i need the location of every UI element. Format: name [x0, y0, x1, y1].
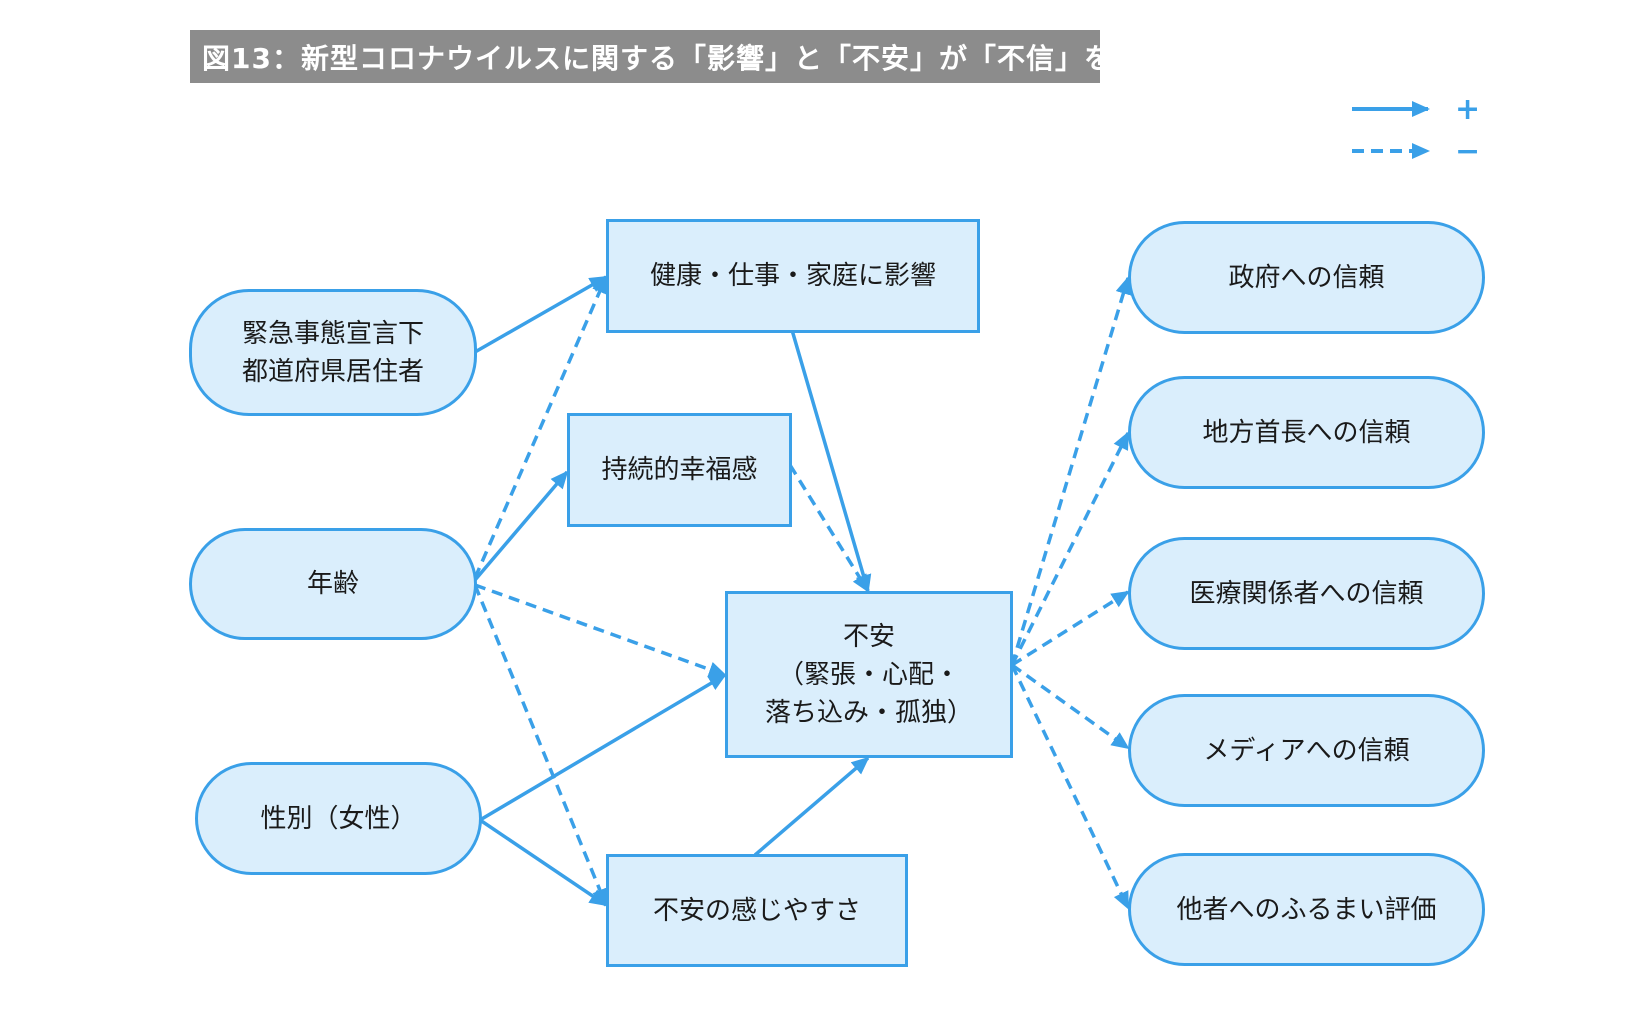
node-gender: 性別（女性）: [195, 762, 482, 875]
edge-anxiety-medical: [1011, 590, 1130, 667]
node-others-behavior: 他者へのふるまい評価: [1128, 853, 1485, 966]
node-trust-government: 政府への信頼: [1128, 221, 1485, 334]
node-impact-label: 健康・仕事・家庭に影響: [649, 261, 936, 291]
node-impact: 健康・仕事・家庭に影響: [606, 219, 980, 333]
legend-plus-label: +: [1455, 92, 1481, 127]
node-trust-medical-label: 医療関係者への信頼: [1189, 578, 1424, 609]
edge-gender-anxiety: [479, 673, 727, 822]
edge-age-wellbeing: [473, 470, 569, 582]
node-anxiety-proneness: 不安の感じやすさ: [606, 854, 908, 967]
edge-age-anxiety: [474, 583, 727, 678]
edge-anxiety-gov: [1010, 276, 1132, 666]
node-trust-media-label: メディアへの信頼: [1203, 735, 1410, 766]
edge-anxiety-others: [1010, 664, 1130, 910]
node-wellbeing: 持続的幸福感: [567, 413, 792, 527]
edge-emergency-impact: [474, 275, 608, 354]
edge-gender-proneness: [479, 818, 608, 907]
node-age-label: 年齢: [306, 569, 359, 599]
node-emergency-line2: 都道府県居住者: [241, 356, 424, 387]
node-wellbeing-label: 持続的幸福感: [601, 455, 758, 485]
edge-anxiety-media: [1010, 663, 1130, 750]
node-anxiety-line1: 不安: [842, 621, 895, 652]
node-trust-government-label: 政府への信頼: [1228, 262, 1385, 293]
edge-age-impact: [473, 275, 608, 579]
edge-age-proneness: [473, 584, 608, 907]
node-others-behavior-label: 他者へのふるまい評価: [1176, 894, 1437, 925]
edge-wellbeing-anxiety: [788, 464, 870, 593]
node-anxiety: 不安 （緊張・心配・ 落ち込み・孤独）: [725, 591, 1013, 758]
node-trust-media: メディアへの信頼: [1128, 694, 1485, 807]
node-anxiety-line3: 落ち込み・孤独）: [764, 697, 973, 728]
node-anxiety-line2: （緊張・心配・: [777, 659, 960, 690]
node-trust-local-leaders-label: 地方首長への信頼: [1202, 417, 1411, 448]
legend-minus-label: −: [1455, 134, 1481, 169]
node-emergency-line1: 緊急事態宣言下: [241, 318, 424, 349]
node-gender-label: 性別（女性）: [260, 803, 417, 834]
edge-impact-anxiety: [790, 329, 872, 593]
edge-proneness-anxiety: [753, 756, 870, 857]
figure-title: 図13：新型コロナウイルスに関する「影響」と「不安」が「不信」を招く: [190, 30, 1170, 83]
node-emergency-residents: 緊急事態宣言下 都道府県居住者: [189, 289, 477, 416]
node-trust-medical: 医療関係者への信頼: [1128, 537, 1485, 650]
node-age: 年齢: [189, 528, 477, 640]
edge-anxiety-local: [1010, 431, 1130, 666]
node-trust-local-leaders: 地方首長への信頼: [1128, 376, 1485, 489]
node-anxiety-proneness-label: 不安の感じやすさ: [652, 895, 861, 926]
